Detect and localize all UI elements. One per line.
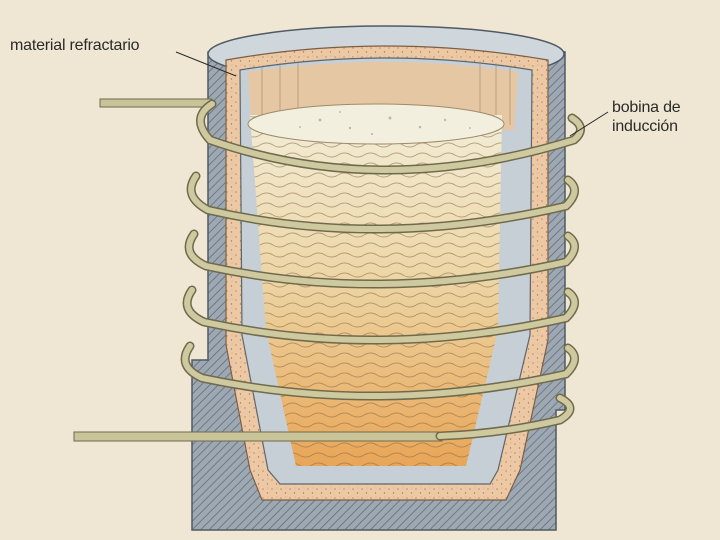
coil-leader-line	[569, 111, 609, 137]
refractory-leader-line	[175, 51, 237, 77]
melt-surface-texture	[299, 111, 471, 136]
coil-lead-bottom	[73, 431, 443, 442]
label-induction-coil-line1: bobina de	[612, 99, 681, 116]
melt-surface	[247, 103, 505, 145]
label-induction-coil-line2: inducción	[612, 118, 678, 135]
label-refractory-material: material refractario	[10, 37, 140, 54]
coil-lead-top	[99, 98, 213, 108]
induction-coil	[180, 99, 585, 441]
label-induction-coil: bobina de inducción	[612, 98, 720, 136]
